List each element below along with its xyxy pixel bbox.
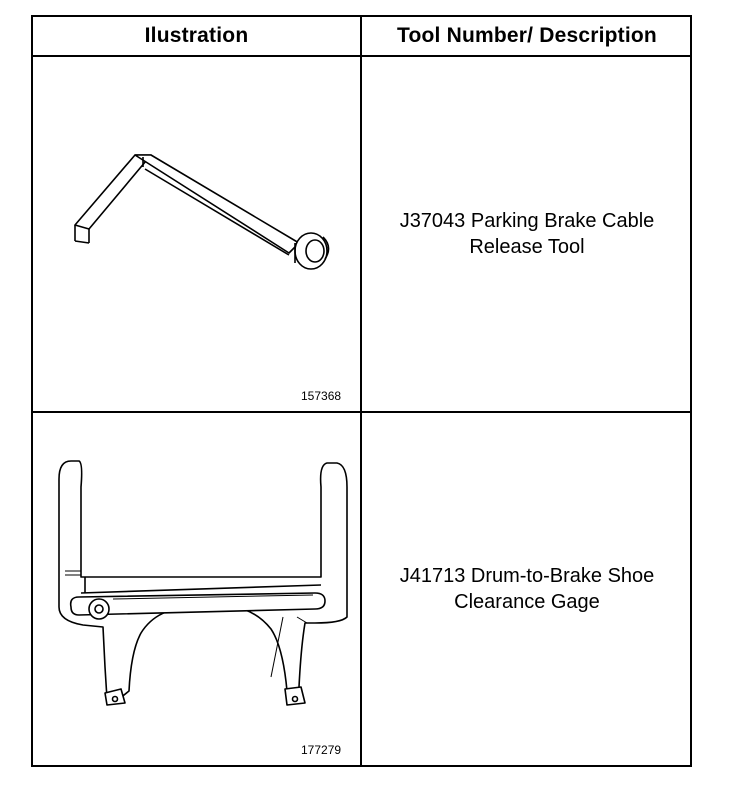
tool-name-continued: Clearance Gage bbox=[454, 591, 600, 613]
figure-number: 177279 bbox=[301, 743, 342, 757]
drum-to-brake-shoe-clearance-gage-icon bbox=[58, 460, 348, 706]
tool-number-description: J41713 Drum-to-Brake Shoe bbox=[399, 565, 655, 587]
figure-number: 157368 bbox=[301, 389, 342, 403]
description-cell: J37043 Parking Brake Cable Release Tool bbox=[362, 57, 692, 411]
header-divider bbox=[33, 55, 690, 57]
tool-name-continued: Release Tool bbox=[469, 236, 585, 258]
tool-number-description: J37043 Parking Brake Cable bbox=[399, 210, 655, 232]
tool-table: Ilustration Tool Number/ Description 157… bbox=[31, 15, 692, 767]
description-cell: J41713 Drum-to-Brake Shoe Clearance Gage bbox=[362, 413, 692, 765]
parking-brake-cable-release-tool-icon bbox=[74, 154, 330, 270]
header-description: Tool Number/ Description bbox=[397, 24, 657, 47]
row-divider bbox=[33, 411, 690, 413]
header-illustration: Ilustration bbox=[144, 24, 249, 47]
column-divider bbox=[360, 17, 362, 765]
